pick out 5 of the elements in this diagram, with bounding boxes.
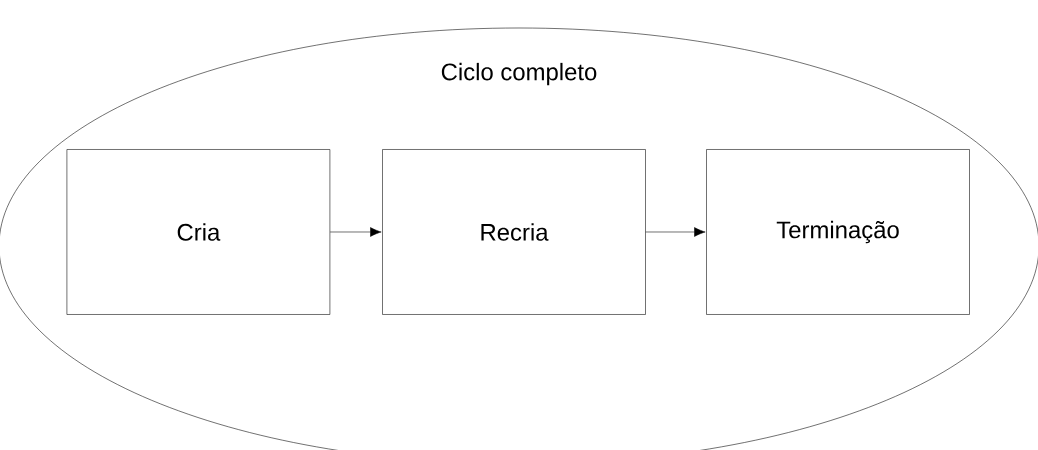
arrow [329,227,382,237]
process-box: Cria [66,149,331,315]
process-box: Recria [382,149,646,315]
arrow [645,227,706,237]
process-box: Terminação [706,149,970,315]
